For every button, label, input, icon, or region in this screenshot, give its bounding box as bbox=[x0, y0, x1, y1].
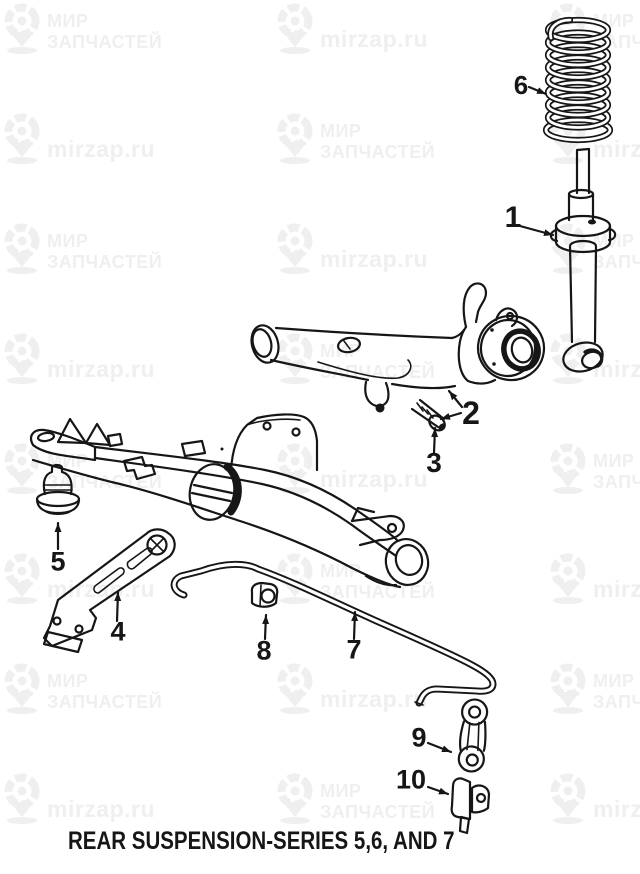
map-pin-ring-icon bbox=[4, 773, 40, 824]
watermark-tile: mirzap.ru bbox=[546, 772, 640, 874]
map-pin-ring-icon bbox=[550, 443, 586, 494]
map-pin-ring-icon bbox=[277, 223, 313, 274]
coil-spring-part6 bbox=[542, 16, 614, 144]
stabilizer-bar-part7 bbox=[170, 560, 497, 707]
watermark-site-text: mirzap.ru bbox=[320, 466, 429, 492]
rear-axle-carrier bbox=[29, 413, 430, 589]
support-bracket-part4 bbox=[42, 528, 176, 654]
watermark-site-text: mirzap.ru bbox=[47, 136, 156, 162]
watermark-tile: mirzap.ru bbox=[0, 772, 273, 874]
map-pin-ring-icon bbox=[550, 553, 586, 604]
map-pin-ring-icon bbox=[4, 553, 40, 604]
map-pin-ring-icon bbox=[4, 223, 40, 274]
map-pin-ring-icon bbox=[550, 773, 586, 824]
map-pin-ring-icon bbox=[277, 333, 313, 384]
part-label-10: 10 bbox=[395, 764, 427, 795]
watermark-tile: mirzap.ru bbox=[546, 552, 640, 662]
watermark-site-text: mirzap.ru bbox=[47, 796, 156, 822]
map-pin-ring-icon bbox=[4, 3, 40, 54]
watermark-site-text: mirzap.ru bbox=[593, 136, 640, 162]
leader-line-6 bbox=[527, 85, 548, 96]
map-pin-ring-icon bbox=[550, 223, 586, 274]
map-pin-ring-icon bbox=[277, 3, 313, 54]
watermark-tile: mirzap.ru bbox=[0, 112, 273, 222]
map-pin-ring-icon bbox=[4, 333, 40, 384]
leader-line-1 bbox=[518, 224, 555, 237]
watermark-site-text: mirzap.ru bbox=[47, 356, 156, 382]
part-label-8: 8 bbox=[256, 635, 272, 666]
watermark-tile: mirzap.ru bbox=[273, 442, 546, 552]
part-label-7: 7 bbox=[346, 634, 362, 665]
watermark-site-text: mirzap.ru bbox=[47, 576, 156, 602]
part-label-3: 3 bbox=[426, 447, 442, 478]
map-pin-ring-icon bbox=[4, 113, 40, 164]
watermark-tile: mirzap.ru bbox=[0, 552, 273, 662]
shock-absorber-part1 bbox=[549, 147, 617, 373]
watermark-site-text: mirzap.ru bbox=[593, 576, 640, 602]
leader-line-8 bbox=[262, 613, 270, 641]
part-label-6: 6 bbox=[513, 70, 529, 100]
trailing-arm-part2 bbox=[250, 282, 546, 413]
link-bracket-part10 bbox=[450, 777, 491, 835]
part-label-4: 4 bbox=[110, 616, 126, 647]
watermark-site-text: mirzap.ru bbox=[320, 686, 429, 712]
watermark-tile: mirzap.ru bbox=[273, 662, 546, 772]
watermark-tile: mirzap.ru bbox=[0, 332, 273, 442]
part-label-5: 5 bbox=[50, 546, 66, 577]
watermark-tile: mirzap.ru bbox=[273, 2, 546, 112]
leader-line-4 bbox=[114, 590, 122, 623]
diagram-caption: REAR SUSPENSION-SERIES 5,6, AND 7 bbox=[68, 827, 455, 855]
leader-line-9 bbox=[426, 741, 453, 754]
leader-arrows bbox=[54, 85, 555, 796]
guide-bolt-part3 bbox=[410, 398, 446, 432]
map-pin-ring-icon bbox=[277, 663, 313, 714]
watermark-site-text: mirzap.ru bbox=[320, 26, 429, 52]
stabilizer-bushing-part8 bbox=[250, 581, 279, 608]
carrier-bushing-part5 bbox=[35, 463, 81, 515]
leader-line-10 bbox=[426, 785, 450, 796]
leader-line-2b bbox=[439, 411, 463, 421]
map-pin-ring-icon bbox=[4, 663, 40, 714]
leader-line-3 bbox=[431, 426, 439, 455]
map-pin-ring-icon bbox=[4, 443, 40, 494]
watermark-tile: mirzap.ru bbox=[273, 222, 546, 332]
stabilizer-link-part9 bbox=[457, 698, 489, 773]
map-pin-ring-icon bbox=[550, 663, 586, 714]
part-label-2: 2 bbox=[462, 395, 480, 431]
watermark-site-text: mirzap.ru bbox=[593, 796, 640, 822]
map-pin-ring-icon bbox=[277, 113, 313, 164]
leader-line-7 bbox=[351, 610, 359, 641]
map-pin-ring-icon bbox=[277, 773, 313, 824]
part-label-1: 1 bbox=[504, 201, 522, 234]
leader-line-2a bbox=[447, 389, 464, 409]
watermark-site-text: mirzap.ru bbox=[320, 246, 429, 272]
part-label-9: 9 bbox=[411, 722, 427, 753]
